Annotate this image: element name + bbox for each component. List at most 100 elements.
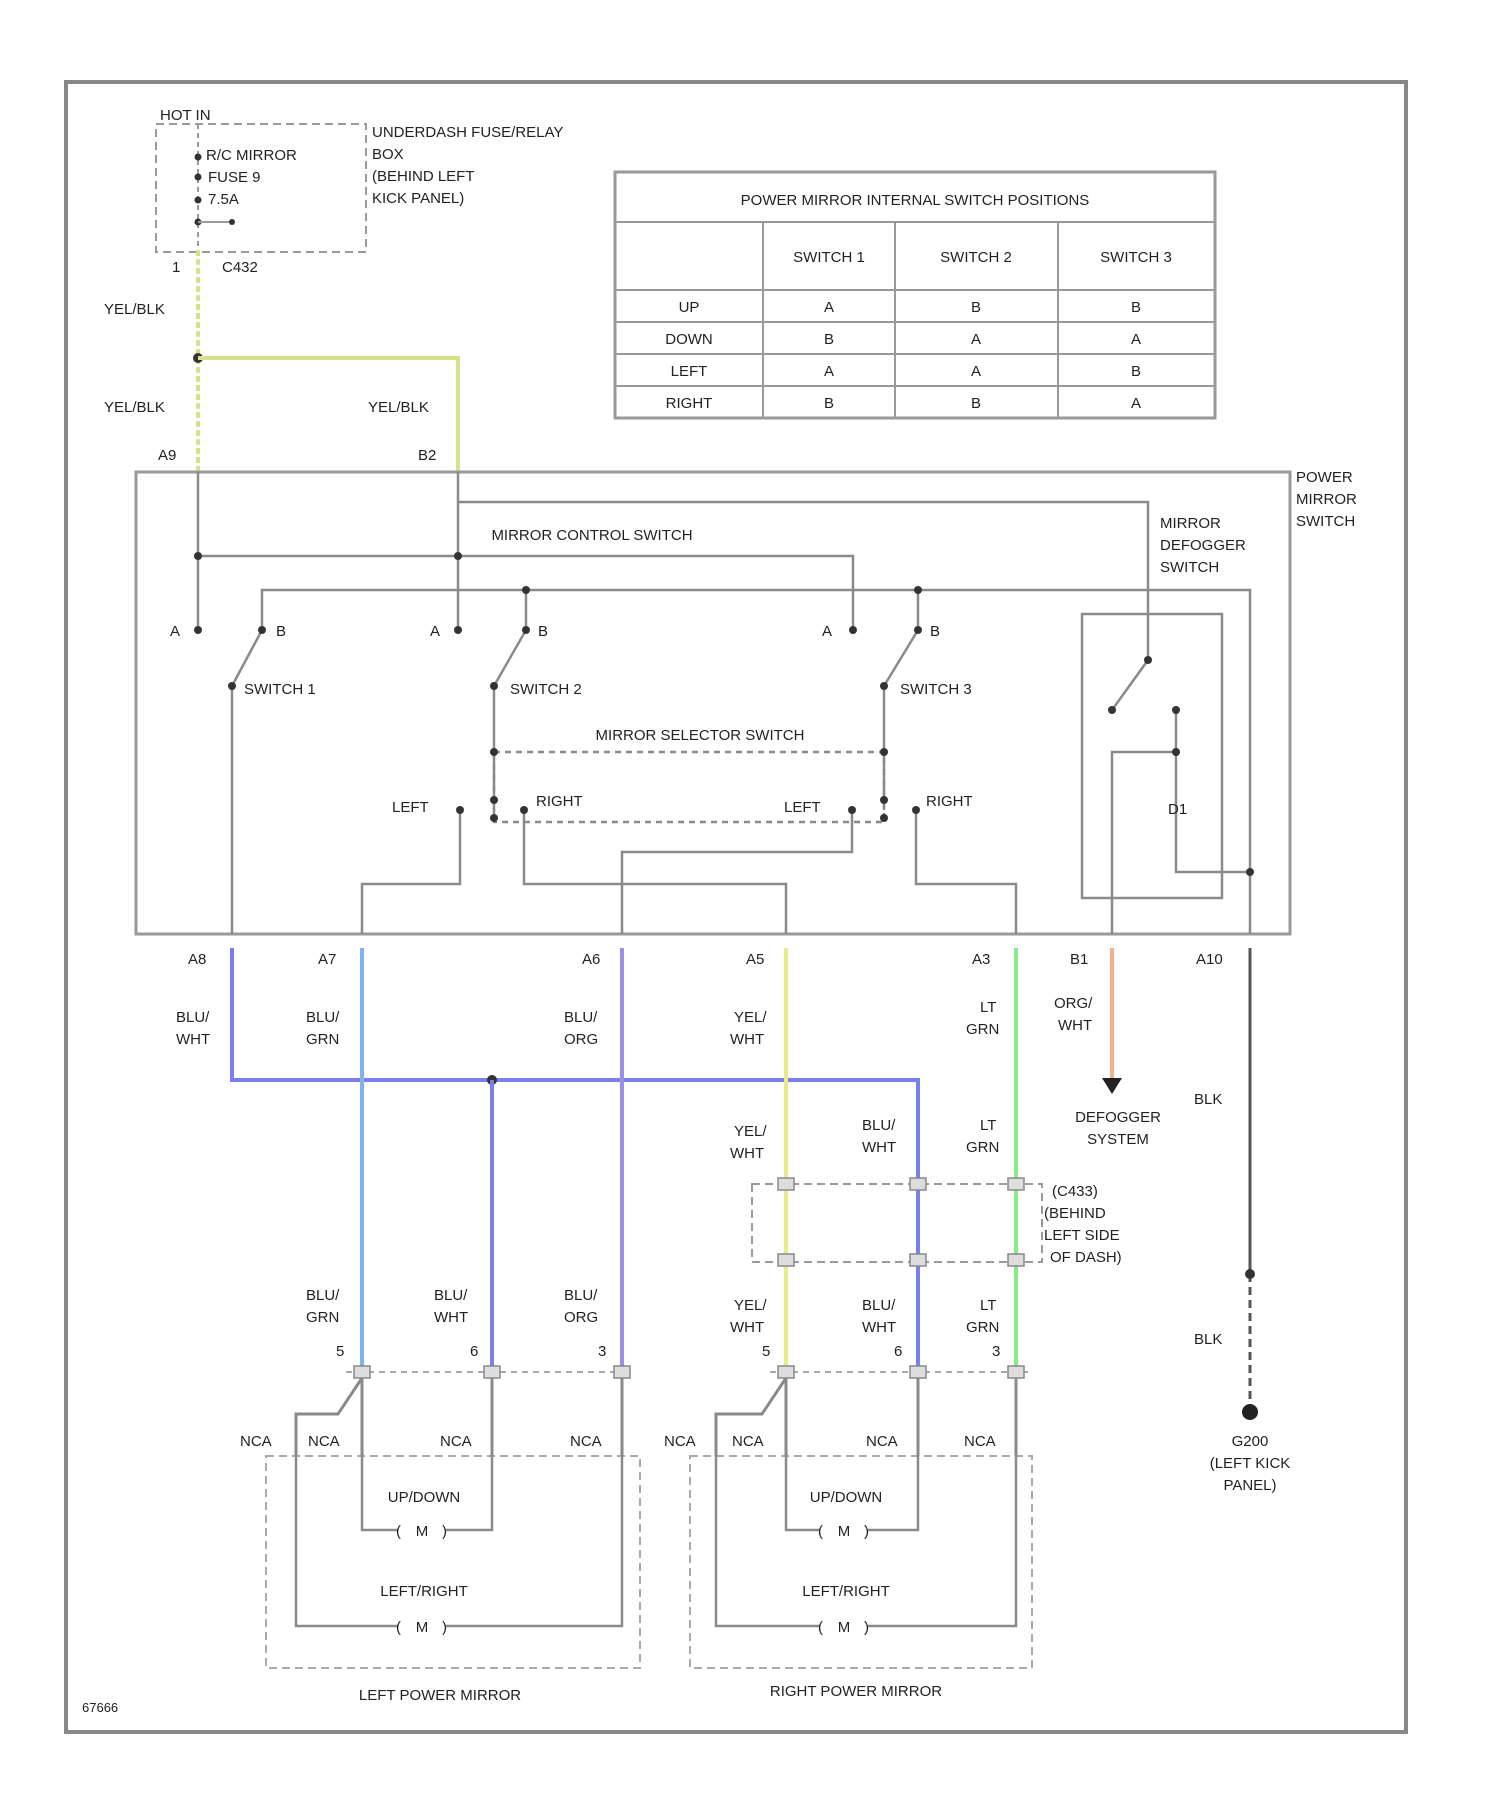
- wire-label-yel-blk-1: YEL/BLK: [104, 301, 165, 318]
- defogger-arrow: [1102, 1078, 1122, 1094]
- lbl-blk-2: BLK: [1194, 1331, 1222, 1348]
- c433-line2: (BEHIND: [1044, 1205, 1106, 1222]
- defogger-d1: D1: [1168, 801, 1187, 818]
- top-feed-wires: YEL/BLK YEL/BLK YEL/BLK A9 B2: [104, 250, 458, 472]
- lbl-org-wht-a: ORG/: [1054, 995, 1093, 1012]
- left-leftright-motor: M: [416, 1619, 429, 1636]
- right-power-mirror: 5 6 3 NCA NCA NCA NCA UP/DOWN ( M ) LEFT…: [664, 1343, 1032, 1700]
- lbl-blu-wht-1b: WHT: [176, 1031, 210, 1048]
- left-pin6: 6: [470, 1343, 478, 1360]
- table-title: POWER MIRROR INTERNAL SWITCH POSITIONS: [741, 192, 1090, 209]
- pin-a5: A5: [746, 951, 764, 968]
- table-row-left-s3: B: [1131, 363, 1141, 380]
- lbl-blu-wht-2a: BLU/: [862, 1117, 896, 1134]
- table-row-left-s2: A: [971, 363, 981, 380]
- lbl-yel-wht-2a: YEL/: [734, 1123, 767, 1140]
- sw1-pos-b: B: [276, 623, 286, 640]
- pin-a9: A9: [158, 447, 176, 464]
- lbl-org-wht-b: WHT: [1058, 1017, 1092, 1034]
- left-power-mirror: 5 6 3 NCA NCA NCA NCA UP/DOWN ( M ) LEFT…: [240, 1343, 640, 1704]
- switch-position-table: POWER MIRROR INTERNAL SWITCH POSITIONS S…: [615, 172, 1215, 418]
- defogger-switch-line3: SWITCH: [1160, 559, 1219, 576]
- lbl-blu-org-3a: BLU/: [564, 1287, 598, 1304]
- left-updown-motor-close: ): [442, 1523, 447, 1540]
- switch2-label: SWITCH 2: [510, 681, 582, 698]
- lbl-blu-wht-2b: WHT: [862, 1139, 896, 1156]
- table-row-down-s3: A: [1131, 331, 1141, 348]
- defogger-system-line1: DEFOGGER: [1075, 1109, 1161, 1126]
- defogger-switch-line2: DEFOGGER: [1160, 537, 1246, 554]
- table-col-switch3: SWITCH 3: [1100, 249, 1172, 266]
- left-updown-motor: M: [416, 1523, 429, 1540]
- selector-left-1: LEFT: [392, 799, 429, 816]
- wire-label-yel-blk-2: YEL/BLK: [104, 399, 165, 416]
- right-pin6: 6: [894, 1343, 902, 1360]
- selector-right-1: RIGHT: [536, 793, 583, 810]
- ground-line3: PANEL): [1223, 1477, 1276, 1494]
- right-updown-motor-open: (: [818, 1523, 823, 1540]
- table-col-switch1: SWITCH 1: [793, 249, 865, 266]
- selector-left-2: LEFT: [784, 799, 821, 816]
- right-leftright-motor-open: (: [818, 1619, 823, 1636]
- switch-name-line2: MIRROR: [1296, 491, 1357, 508]
- left-pin3: 3: [598, 1343, 606, 1360]
- sw3-pos-a: A: [822, 623, 832, 640]
- diagram-frame: [66, 82, 1406, 1732]
- lbl-blu-wht-3a: BLU/: [434, 1287, 468, 1304]
- right-leftright-label: LEFT/RIGHT: [802, 1583, 890, 1600]
- fuse-box-connector: C432: [222, 259, 258, 276]
- switch-name-line1: POWER: [1296, 469, 1353, 486]
- table-row-right-label: RIGHT: [666, 395, 713, 412]
- right-nca-1: NCA: [664, 1433, 696, 1450]
- table-row-up-s3: B: [1131, 299, 1141, 316]
- right-pin3: 3: [992, 1343, 1000, 1360]
- hot-in-label: HOT IN: [160, 107, 211, 124]
- lbl-blu-wht-4b: WHT: [862, 1319, 896, 1336]
- table-row-down-s2: A: [971, 331, 981, 348]
- sw2-pos-a: A: [430, 623, 440, 640]
- figure-id: 67666: [82, 1700, 118, 1715]
- lbl-blu-grn-3a: BLU/: [306, 1287, 340, 1304]
- right-nca-2: NCA: [732, 1433, 764, 1450]
- lbl-blu-grn-1b: GRN: [306, 1031, 339, 1048]
- pin-a10: A10: [1196, 951, 1223, 968]
- right-leftright-motor-close: ): [864, 1619, 869, 1636]
- fuse-label-line2: FUSE 9: [208, 169, 261, 186]
- table-row-right-s3: A: [1131, 395, 1141, 412]
- lbl-yel-wht-1b: WHT: [730, 1031, 764, 1048]
- wire-label-yel-blk-3: YEL/BLK: [368, 399, 429, 416]
- right-pin5: 5: [762, 1343, 770, 1360]
- switch-name-line3: SWITCH: [1296, 513, 1355, 530]
- fuse-box-label-line4: KICK PANEL): [372, 190, 464, 207]
- sw1-pos-a: A: [170, 623, 180, 640]
- lbl-lt-grn-3b: GRN: [966, 1319, 999, 1336]
- right-updown-label: UP/DOWN: [810, 1489, 883, 1506]
- lbl-blu-wht-1a: BLU/: [176, 1009, 210, 1026]
- lbl-lt-grn-2a: LT: [980, 1117, 996, 1134]
- left-updown-motor-open: (: [396, 1523, 401, 1540]
- left-nca-2: NCA: [308, 1433, 340, 1450]
- lbl-blu-wht-3b: WHT: [434, 1309, 468, 1326]
- left-pin5: 5: [336, 1343, 344, 1360]
- defogger-system-line2: SYSTEM: [1087, 1131, 1149, 1148]
- table-row-up-label: UP: [679, 299, 700, 316]
- table-col-switch2: SWITCH 2: [940, 249, 1012, 266]
- table-row-right-s2: B: [971, 395, 981, 412]
- lbl-yel-wht-3a: YEL/: [734, 1297, 767, 1314]
- fuse-label-line3: 7.5A: [208, 191, 239, 208]
- c433-line1: (C433): [1052, 1183, 1098, 1200]
- lbl-blu-org-3b: ORG: [564, 1309, 598, 1326]
- lbl-blu-org-1b: ORG: [564, 1031, 598, 1048]
- lbl-blu-grn-3b: GRN: [306, 1309, 339, 1326]
- wire-labels-lower: BLU/ GRN BLU/ WHT BLU/ ORG YEL/ WHT BLU/…: [306, 1287, 999, 1336]
- table-row-left-label: LEFT: [671, 363, 708, 380]
- power-mirror-switch: POWER MIRROR SWITCH MIRROR CONTROL SWITC…: [136, 469, 1357, 934]
- ground-icon: [1242, 1404, 1258, 1420]
- pin-b2: B2: [418, 447, 436, 464]
- lbl-blu-grn-1a: BLU/: [306, 1009, 340, 1026]
- fuse-box: HOT IN R/C MIRROR FUSE 9 7.5A UNDERDASH …: [156, 107, 563, 276]
- switch1-label: SWITCH 1: [244, 681, 316, 698]
- fuse-box-label-line3: (BEHIND LEFT: [372, 168, 475, 185]
- defogger-switch-line1: MIRROR: [1160, 515, 1221, 532]
